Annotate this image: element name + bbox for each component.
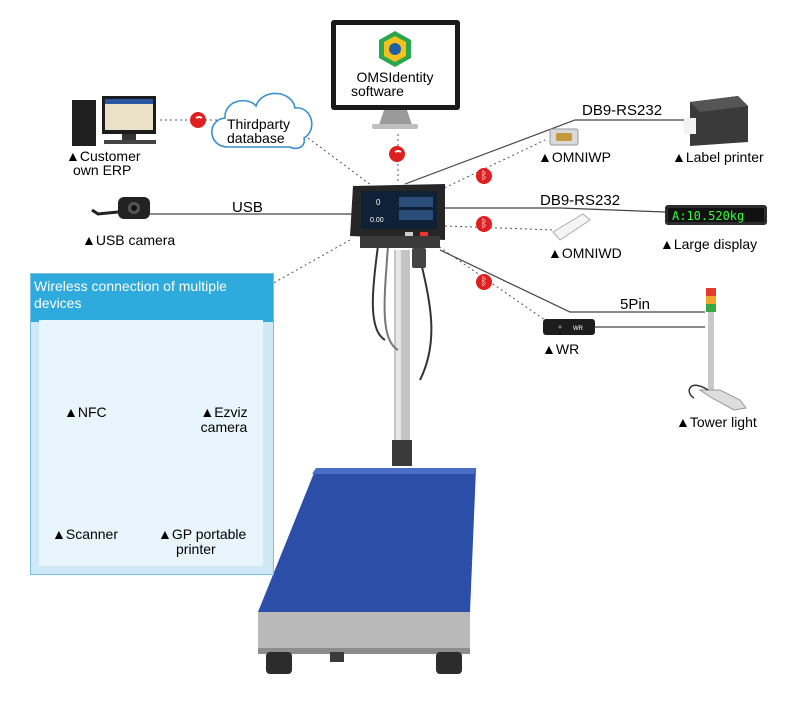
usb-camera-device bbox=[91, 197, 150, 219]
wr-wire-label: 5Pin bbox=[620, 296, 651, 313]
tower-light-device bbox=[688, 288, 747, 411]
wr-device-label: WR bbox=[573, 326, 584, 332]
label-printer-device bbox=[684, 96, 748, 146]
wireless-panel-body bbox=[39, 320, 263, 566]
omniwd-label: ▲OMNIWD bbox=[548, 245, 622, 261]
erp-label: ▲Customer own ERP bbox=[66, 148, 141, 178]
wr-label: ▲WR bbox=[542, 341, 580, 357]
nfc-label: ▲NFC bbox=[64, 404, 107, 420]
scale-stand bbox=[371, 245, 433, 466]
wifi-icon bbox=[389, 146, 405, 162]
omniwp-wire-label: DB9-RS232 bbox=[582, 102, 663, 119]
weighing-terminal bbox=[350, 184, 445, 248]
terminal-value-bottom: 0.00 bbox=[370, 217, 384, 224]
scanner-label: ▲Scanner bbox=[52, 526, 119, 542]
omniwd-wire-label: DB9-RS232 bbox=[540, 192, 621, 209]
large-display-device bbox=[665, 205, 767, 225]
usb-wire-label: USB bbox=[232, 199, 263, 216]
wifi-icon bbox=[190, 112, 206, 128]
gp-printer-label: ▲GP portable printer bbox=[158, 526, 247, 557]
scale-platform bbox=[258, 468, 476, 674]
omniwp-label: ▲OMNIWP bbox=[538, 149, 611, 165]
large-display-readout: A:10.520kg bbox=[672, 209, 744, 223]
large-display-label: ▲Large display bbox=[660, 236, 758, 252]
bluetooth-icon bbox=[476, 274, 492, 290]
cloud-shape bbox=[211, 92, 313, 150]
software-monitor bbox=[331, 20, 460, 129]
erp-computer bbox=[72, 96, 156, 146]
tower-light-label: ▲Tower light bbox=[676, 414, 757, 430]
omniwp-adapter bbox=[549, 128, 579, 146]
omniwd-dongle bbox=[552, 213, 591, 241]
bluetooth-icon bbox=[476, 168, 492, 184]
large-display-cable bbox=[445, 207, 666, 213]
wr-cable bbox=[439, 249, 705, 313]
terminal-value-top: 0 bbox=[376, 198, 381, 207]
software-title: OMSIdentity software bbox=[351, 69, 434, 99]
wr-device bbox=[543, 319, 595, 335]
label-printer-cable bbox=[404, 119, 685, 185]
connection-lines bbox=[150, 119, 705, 328]
wireless-panel: Wireless connection of multiple devices bbox=[30, 273, 274, 575]
bluetooth-icon bbox=[476, 216, 492, 232]
wireless-panel-title: Wireless connection of multiple devices bbox=[31, 274, 273, 322]
cloud-label: Thirdparty database bbox=[227, 116, 291, 146]
label-printer-label: ▲Label printer bbox=[672, 149, 764, 165]
ezviz-label: ▲Ezviz camera bbox=[200, 404, 248, 435]
usb-camera-label: ▲USB camera bbox=[82, 232, 176, 248]
